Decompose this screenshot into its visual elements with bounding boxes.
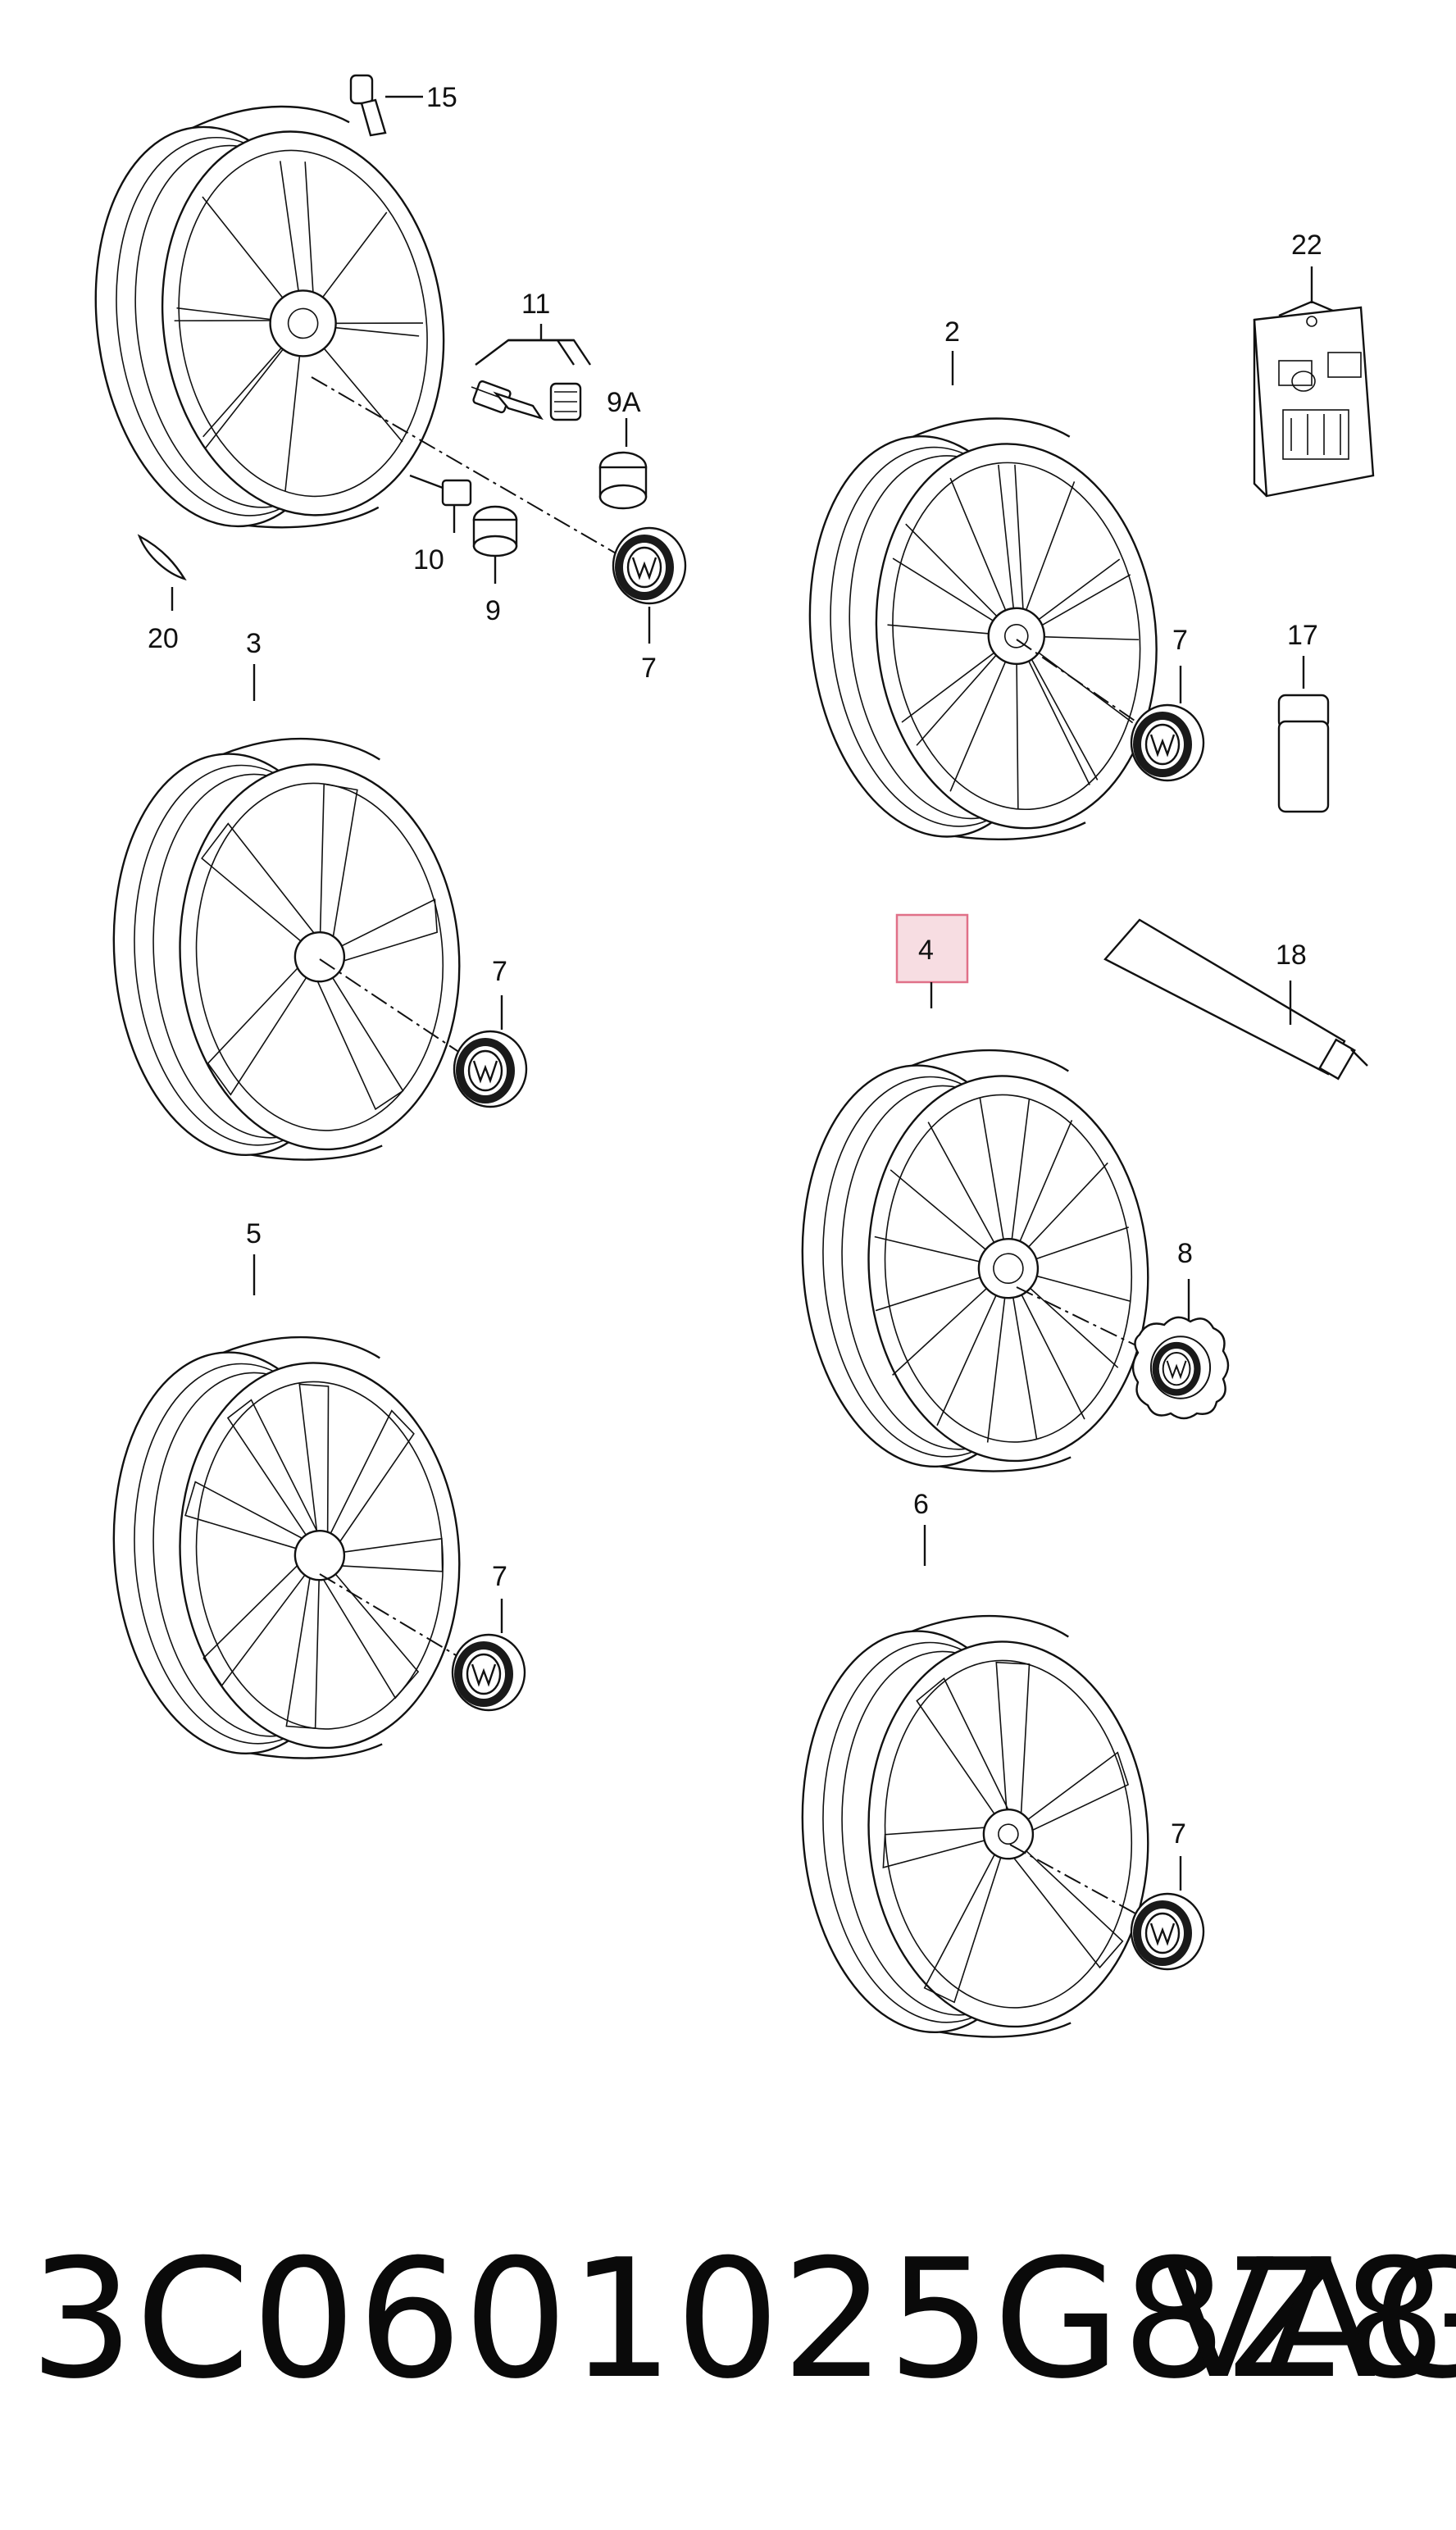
locking-bolt-icon xyxy=(471,380,544,421)
vw-hub-cap-icon xyxy=(1130,703,1205,782)
vw-hub-cap-icon xyxy=(1130,1892,1205,1971)
callout-4-highlight xyxy=(895,913,969,984)
callout-10: 10 xyxy=(413,544,444,576)
wheel-parts-diagram: 15 11 9A 10 xyxy=(68,74,1375,2051)
part-number: 3C0601025G8Z8 xyxy=(30,2224,1449,2415)
callout-7-wheel5: 7 xyxy=(492,1561,507,1592)
callout-7-wheel2: 7 xyxy=(1172,625,1188,656)
bolt-cover-cap-9-icon xyxy=(472,505,518,557)
callout-6: 6 xyxy=(913,1489,929,1520)
callout-15: 15 xyxy=(426,82,457,113)
callout-7-wheel1: 7 xyxy=(641,653,657,684)
wheel-1-spokes xyxy=(174,161,423,492)
callout-2: 2 xyxy=(944,316,960,348)
vw-cap-scalloped-icon xyxy=(1131,1316,1230,1420)
wheel-3-assembly: 3 7 xyxy=(98,628,528,1174)
kit-box-assembly: 22 xyxy=(1253,230,1375,498)
callout-18: 18 xyxy=(1276,940,1307,971)
vw-hub-cap-icon xyxy=(453,1030,528,1108)
callout-20: 20 xyxy=(148,623,179,654)
grease-tube-icon: 18 xyxy=(1103,918,1368,1081)
wheel-2-assembly: 2 7 xyxy=(788,316,1205,860)
bottle-icon: 17 xyxy=(1277,620,1330,813)
wheel-5-assembly: 5 7 xyxy=(98,1218,526,1772)
callout-7-wheel6: 7 xyxy=(1171,1818,1186,1850)
callout-4: 4 xyxy=(918,935,934,966)
vw-hub-cap-icon xyxy=(612,526,687,605)
callout-17: 17 xyxy=(1287,620,1318,651)
callout-9a: 9A xyxy=(607,387,641,418)
callout-11: 11 xyxy=(521,289,550,320)
wheel-4-assembly: 4 8 xyxy=(787,913,1230,1486)
callout-5: 5 xyxy=(246,1218,262,1249)
callout-7-wheel3: 7 xyxy=(492,956,507,987)
locking-nut-icon xyxy=(549,382,582,421)
brand-label: VAG xyxy=(1163,2224,1456,2415)
valve-stem-icon xyxy=(349,74,423,137)
wheel-1-assembly: 15 11 9A 10 xyxy=(68,74,687,684)
callout-8: 8 xyxy=(1177,1238,1193,1269)
wheel-bolt-icon xyxy=(409,474,472,533)
vw-hub-cap-icon xyxy=(451,1633,526,1712)
callout-9: 9 xyxy=(485,595,501,626)
callout-3: 3 xyxy=(246,628,262,659)
wheel-6-assembly: 6 7 xyxy=(787,1489,1205,2051)
balance-weight-icon xyxy=(137,534,187,581)
callout-22: 22 xyxy=(1291,230,1322,261)
bolt-cover-cap-9a-icon xyxy=(598,451,648,510)
